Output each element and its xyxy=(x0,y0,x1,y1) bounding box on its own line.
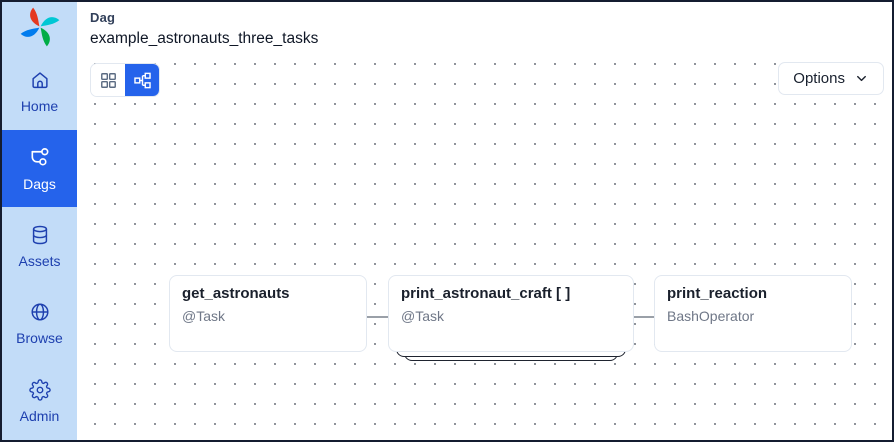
task-node-print-reaction[interactable]: print_reaction BashOperator xyxy=(654,275,852,352)
options-button[interactable]: Options xyxy=(778,62,884,95)
chevron-down-icon xyxy=(857,75,866,82)
sidebar-item-admin[interactable]: Admin xyxy=(2,362,77,440)
task-node-subtitle: @Task xyxy=(401,308,444,324)
graph-view-icon xyxy=(133,72,151,88)
sidebar-item-assets[interactable]: Assets xyxy=(2,207,77,285)
browse-icon xyxy=(30,303,49,321)
sidebar-item-home[interactable]: Home xyxy=(2,52,77,130)
options-button-label: Options xyxy=(793,70,845,87)
sidebar-item-browse[interactable]: Browse xyxy=(2,285,77,363)
airflow-logo[interactable] xyxy=(2,2,77,52)
edge-get-astronauts-to-print-astronaut-craft xyxy=(367,316,388,318)
sidebar-item-label: Assets xyxy=(18,252,61,269)
task-node-title: print_astronaut_craft [ ] xyxy=(401,285,571,302)
dag-title: example_astronauts_three_tasks xyxy=(90,30,319,47)
task-node-title: print_reaction xyxy=(667,285,768,302)
grid-view-button[interactable] xyxy=(91,64,125,96)
sidebar-item-dags[interactable]: Dags xyxy=(2,129,77,208)
graph-view-button[interactable] xyxy=(125,64,159,96)
grid-view-icon xyxy=(100,72,116,88)
assets-icon xyxy=(32,225,47,244)
dags-icon xyxy=(31,147,49,166)
task-node-get-astronauts[interactable]: get_astronauts @Task xyxy=(169,275,367,352)
admin-icon xyxy=(28,378,51,401)
view-toggle-group xyxy=(90,63,160,97)
task-node-title: get_astronauts xyxy=(182,285,290,302)
edge-print-astronaut-craft-to-print-reaction xyxy=(634,316,654,318)
page-header: Dag example_astronauts_three_tasks xyxy=(77,2,892,58)
sidebar-item-label: Browse xyxy=(16,330,63,347)
sidebar-item-label: Home xyxy=(20,97,59,114)
dag-eyebrow-label: Dag xyxy=(90,10,116,25)
home-icon xyxy=(31,71,48,88)
airflow-pinwheel-icon xyxy=(20,7,59,47)
graph-canvas[interactable]: Options get_astronauts @Task print_astro… xyxy=(77,58,892,440)
task-node-print-astronaut-craft[interactable]: print_astronaut_craft [ ] @Task xyxy=(388,275,634,361)
sidebar: Home Dags Assets xyxy=(2,2,77,440)
sidebar-item-label: Admin xyxy=(19,407,60,424)
main-area: Dag example_astronauts_three_tasks xyxy=(77,2,892,440)
task-node-subtitle: BashOperator xyxy=(667,308,755,324)
sidebar-item-label: Dags xyxy=(23,175,56,192)
task-node-subtitle: @Task xyxy=(182,308,225,324)
